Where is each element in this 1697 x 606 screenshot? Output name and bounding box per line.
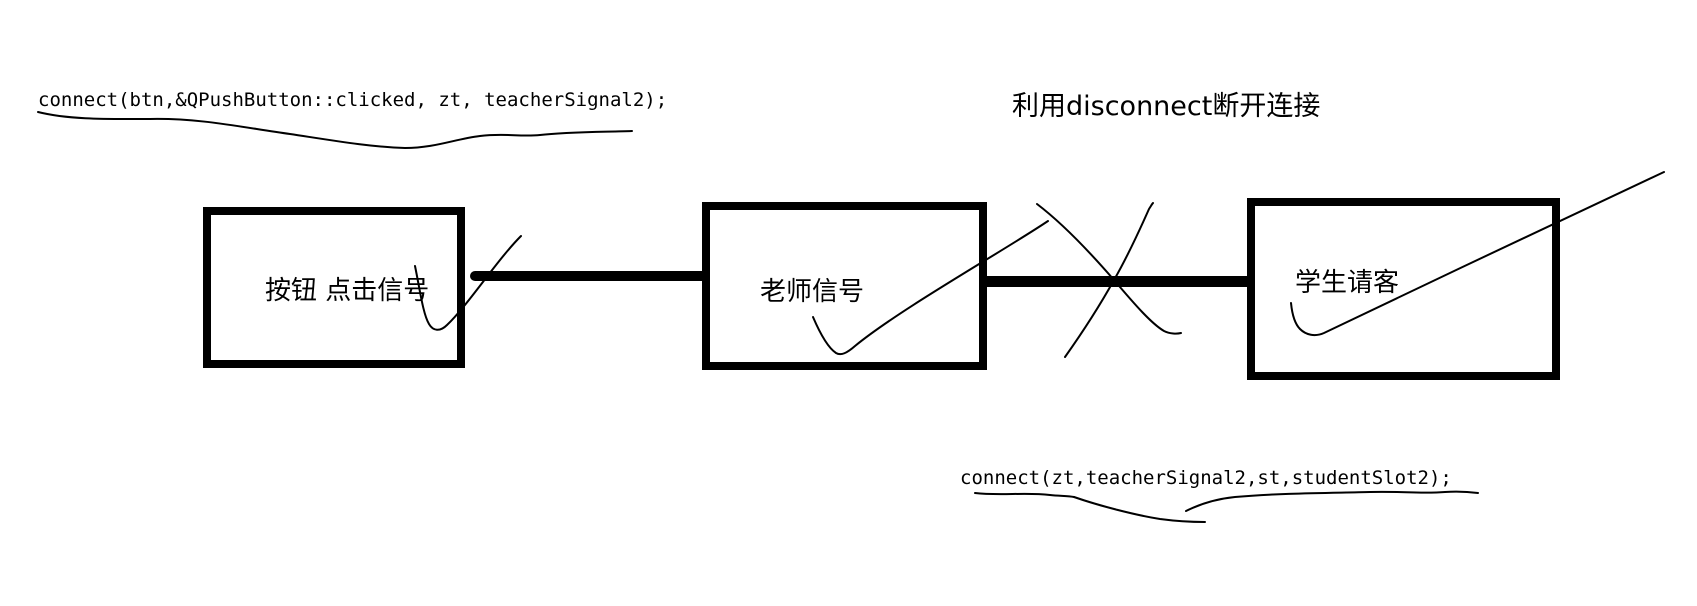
connect-call-1-text: connect(btn,&QPushButton::clicked, zt, t… [38, 89, 668, 111]
underline-bottom-swoosh-stroke [1073, 496, 1206, 523]
node-teacher-signal-label: 老师信号 [760, 277, 865, 307]
connection-line-button-to-teacher [470, 271, 703, 281]
underline-bottom-segment-stroke [974, 492, 1075, 498]
node-student-treat-label: 学生请客 [1295, 268, 1400, 298]
underline-wave-top-stroke [37, 111, 633, 149]
connection-line-teacher-to-student [987, 276, 1247, 287]
disconnect-note-text: 利用disconnect断开连接 [1012, 91, 1321, 122]
underline-bottom-wave-stroke [1185, 490, 1479, 512]
node-student-treat [1247, 198, 1560, 380]
node-button-click-signal-label: 按钮 点击信号 [265, 276, 430, 306]
connect-call-2-text: connect(zt,teacherSignal2,st,studentSlot… [960, 467, 1452, 489]
x-cross-stroke-descending [1036, 203, 1182, 335]
